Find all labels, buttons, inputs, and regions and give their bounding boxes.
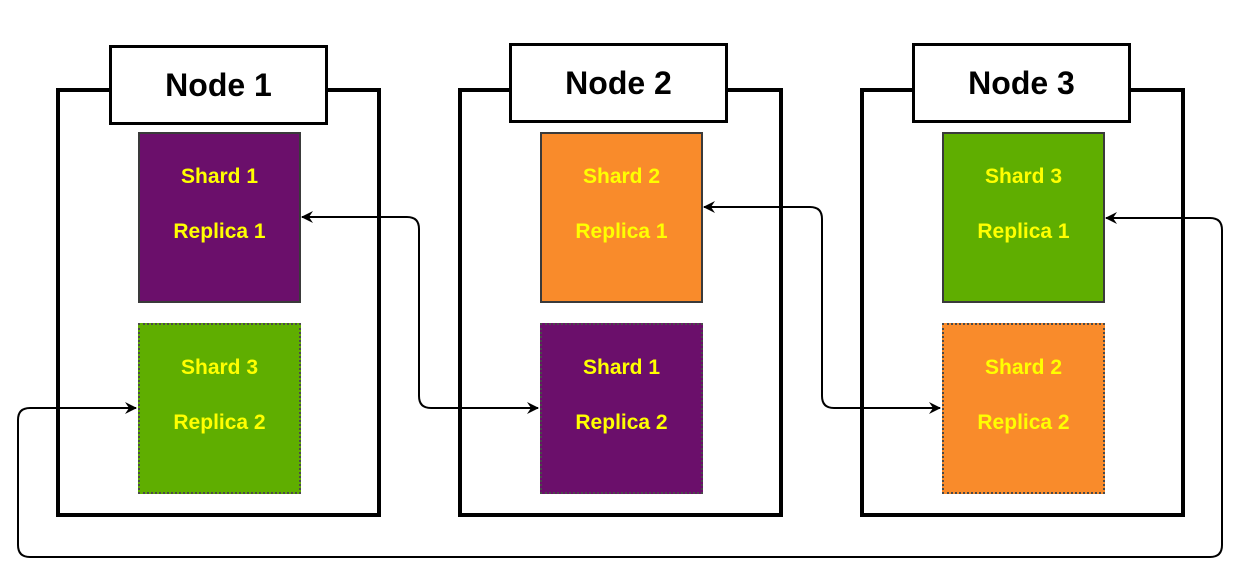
replica-label: Replica 1 xyxy=(173,220,266,243)
replica-label: Replica 1 xyxy=(575,220,668,243)
node-3-shard-2-replica-2: Shard 2 Replica 2 xyxy=(942,323,1105,494)
replica-label: Replica 2 xyxy=(173,411,266,434)
node-1-label: Node 1 xyxy=(109,45,328,125)
replica-label: Replica 2 xyxy=(575,411,668,434)
shard-label: Shard 3 xyxy=(180,356,259,379)
shard-label: Shard 1 xyxy=(582,356,661,379)
replica-label: Replica 2 xyxy=(977,411,1070,434)
shard-label: Shard 3 xyxy=(984,165,1063,188)
node-1-shard-3-replica-2: Shard 3 Replica 2 xyxy=(138,323,301,494)
shard-label: Shard 2 xyxy=(984,356,1063,379)
node-2-shard-2-replica-1: Shard 2 Replica 1 xyxy=(540,132,703,303)
node-3-label: Node 3 xyxy=(912,43,1131,123)
node-3-shard-3-replica-1: Shard 3 Replica 1 xyxy=(942,132,1105,303)
replica-label: Replica 1 xyxy=(977,220,1070,243)
shard-label: Shard 2 xyxy=(582,165,661,188)
node-2-shard-1-replica-2: Shard 1 Replica 2 xyxy=(540,323,703,494)
node-2-label: Node 2 xyxy=(509,43,728,123)
shard-label: Shard 1 xyxy=(180,165,259,188)
node-1-shard-1-replica-1: Shard 1 Replica 1 xyxy=(138,132,301,303)
